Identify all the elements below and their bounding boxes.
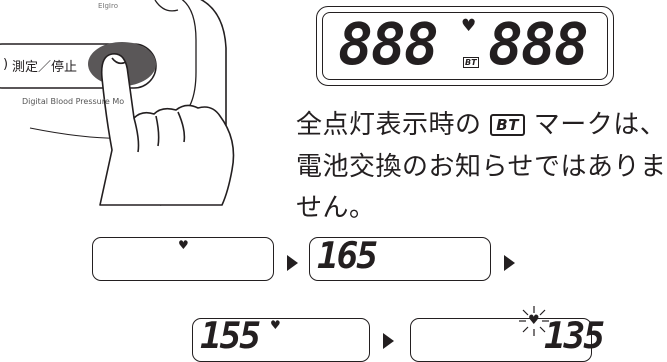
- device-inner-outline: [181, 0, 197, 72]
- note-line-3: せん。: [296, 193, 376, 223]
- brand-text: Digital Blood Pressure Mo: [22, 97, 125, 106]
- main-right-digits: 888: [488, 10, 589, 78]
- seq2-digits: 165: [317, 236, 378, 277]
- start-stop-label: 測定／停止: [12, 60, 78, 75]
- seq-display-2: [309, 237, 491, 281]
- seq3-digits: 155: [200, 316, 261, 357]
- seq1-heart-icon: ♥: [178, 238, 189, 252]
- seq-display-1: [92, 237, 274, 281]
- top-indicator-icon: [154, 0, 179, 12]
- main-left-digits: 888: [338, 10, 439, 78]
- note-line1-before: 全点灯表示時の: [296, 110, 482, 140]
- seq3-heart-icon: ♥: [270, 318, 281, 332]
- arrow-3-icon: [383, 333, 394, 349]
- seq-display-3: [192, 318, 370, 362]
- bt-mark-icon: BT: [490, 114, 525, 136]
- device-illustration: [0, 0, 235, 206]
- main-heart-icon: ♥: [461, 16, 477, 36]
- note-line-2: 電池交換のお知らせではありま: [296, 152, 667, 182]
- note-line-1: 全点灯表示時の BT マークは、: [296, 104, 666, 141]
- note-line1-after: マークは、: [533, 110, 667, 140]
- arrow-2-icon: [504, 255, 515, 271]
- arrow-1-icon: [287, 255, 298, 271]
- seq4-heart-icon: ♥: [528, 313, 540, 328]
- seq-display-4: [410, 318, 592, 362]
- seq4-digits: 135: [544, 316, 605, 357]
- device-top-label: EIgIro: [98, 2, 119, 10]
- main-bt-mark: BT: [463, 57, 479, 68]
- button-prefix: ): [3, 57, 9, 72]
- main-lcd-inner: [322, 12, 608, 80]
- blinking-heart-rays-icon: [519, 306, 549, 336]
- pressing-hand-icon: [99, 53, 235, 206]
